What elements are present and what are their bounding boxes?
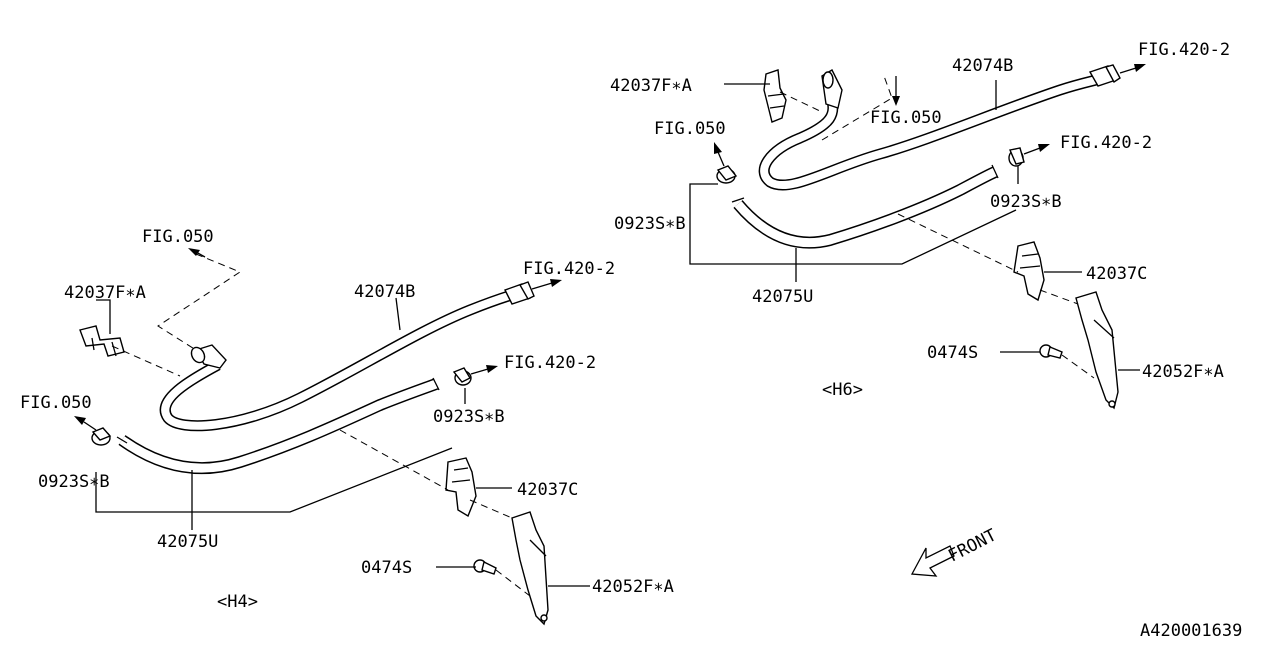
h4-arrow-fig050-left xyxy=(74,416,97,431)
h4-label-hose-42074b: 42074B xyxy=(354,282,415,302)
h4-arrow-fig420-top xyxy=(531,279,562,290)
h6-label-bracket-42052f: 42052F∗A xyxy=(1142,362,1224,382)
h6-group: 42037F∗A 42074B FIG.420-2 FIG.050 FIG.05… xyxy=(610,40,1230,410)
h4-label-fig050-top: FIG.050 xyxy=(142,227,214,247)
h6-bracket-42052f xyxy=(1075,291,1119,410)
h6-hose-42074b xyxy=(758,74,1098,191)
h4-hose-end-fitting xyxy=(504,281,535,305)
h4-hose-start-fitting xyxy=(190,344,227,369)
h6-arrow-fig050-left xyxy=(714,142,725,167)
h6-clip-42037f xyxy=(763,69,787,123)
diagram-id: A420001639 xyxy=(1140,621,1242,640)
h6-clip-42037c xyxy=(1013,241,1045,302)
h6-label-hose-42075u: 42075U xyxy=(752,287,813,307)
h4-clamp-left xyxy=(91,427,112,446)
h6-bolt-0474s xyxy=(1039,344,1063,359)
h4-arrow-fig420-mid xyxy=(470,365,498,375)
h4-label-fig050-left: FIG.050 xyxy=(20,393,92,413)
h4-label-bolt-0474s: 0474S xyxy=(361,558,412,578)
h4-group: FIG.050 42037F∗A 42074B FIG.420-2 FIG.42… xyxy=(20,227,674,626)
h4-label-clamp-left: 0923S∗B xyxy=(38,472,110,492)
h6-label-hose-42074b: 42074B xyxy=(952,56,1013,76)
h4-label-clamp-right: 0923S∗B xyxy=(433,407,505,427)
h6-label-clamp-right: 0923S∗B xyxy=(990,192,1062,212)
h6-hose-end-fitting xyxy=(1088,64,1121,87)
h4-bolt-0474s xyxy=(473,559,497,575)
h6-arrow-fig420-top xyxy=(1119,64,1146,74)
h4-arrow-fig050-top xyxy=(188,248,206,258)
h6-clamp-left xyxy=(716,165,738,184)
h6-arrow-fig420-mid xyxy=(1023,144,1050,155)
front-label: FRONT xyxy=(945,525,1000,566)
h4-label-group: <H4> xyxy=(217,592,258,612)
h6-label-clip-42037c: 42037C xyxy=(1086,264,1147,284)
h6-clamp-right xyxy=(1008,147,1025,167)
h6-label-clip-42037f: 42037F∗A xyxy=(610,76,692,96)
h4-label-fig420-top: FIG.420-2 xyxy=(523,259,615,279)
h6-label-fig050-left: FIG.050 xyxy=(654,119,726,139)
h6-label-bolt-0474s: 0474S xyxy=(927,343,978,363)
h6-label-fig050-right: FIG.050 xyxy=(870,108,942,128)
h6-label-group: <H6> xyxy=(822,380,863,400)
h6-label-clamp-left: 0923S∗B xyxy=(614,214,686,234)
h4-clip-42037c xyxy=(445,457,477,518)
front-arrow: FRONT xyxy=(910,525,1000,577)
h6-hose-start-fitting xyxy=(821,69,843,109)
h4-hose-42074b xyxy=(159,288,517,432)
h6-hose-42075u xyxy=(731,164,999,249)
h4-label-clip-42037c: 42037C xyxy=(517,480,578,500)
h6-arrow-fig050-right xyxy=(892,76,900,106)
h4-hose-42075u xyxy=(116,377,440,475)
h4-label-fig420-mid: FIG.420-2 xyxy=(504,353,596,373)
h4-label-bracket-42052f: 42052F∗A xyxy=(592,577,674,597)
h4-clamp-right xyxy=(452,367,472,386)
h4-label-hose-42075u: 42075U xyxy=(157,532,218,552)
h4-label-clip-42037f: 42037F∗A xyxy=(64,283,146,303)
h4-bracket-42052f xyxy=(511,511,549,626)
h6-label-fig420-mid: FIG.420-2 xyxy=(1060,133,1152,153)
h6-label-fig420-top: FIG.420-2 xyxy=(1138,40,1230,60)
h4-clip-42037f xyxy=(79,325,125,357)
